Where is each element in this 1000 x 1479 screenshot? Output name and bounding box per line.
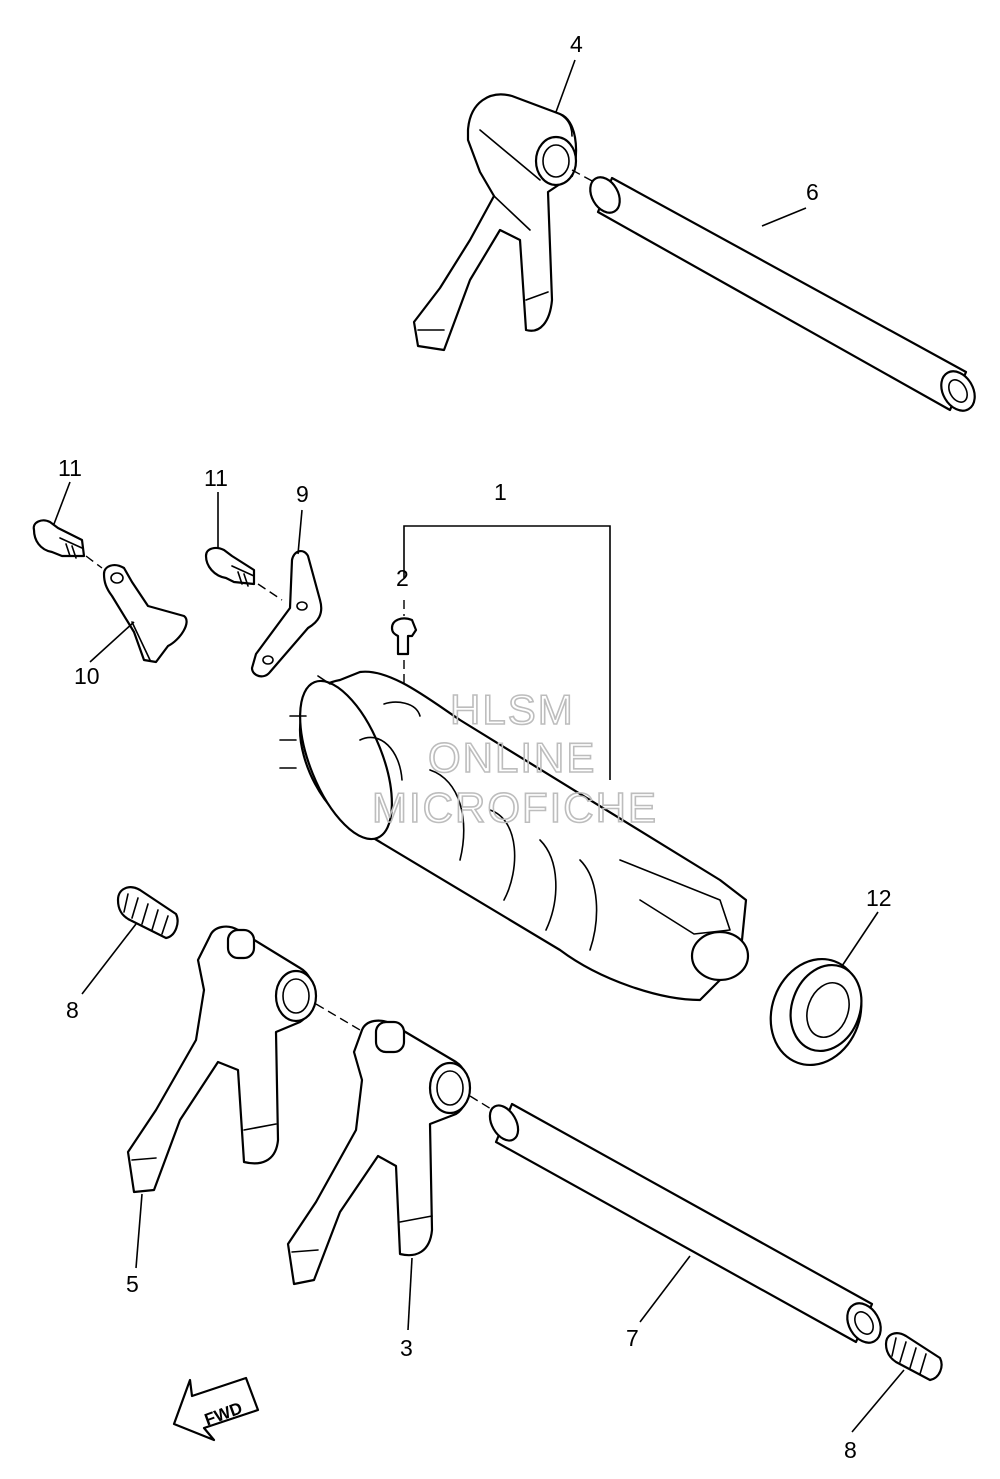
callout-labels: 1 2 3 4 5 6 7 8 8 9 10 11 11 12 <box>58 31 892 1463</box>
callout-7: 7 <box>626 1325 639 1351</box>
bearing-12[interactable] <box>756 946 876 1078</box>
watermark: HLSM ONLINE MICROFICHE <box>371 685 658 832</box>
bolt-11-middle[interactable] <box>204 546 283 601</box>
guide-bar-7[interactable] <box>484 1101 887 1349</box>
callout-3: 3 <box>400 1335 413 1361</box>
shift-fork-4[interactable] <box>412 93 578 352</box>
callout-8-upper: 8 <box>66 997 79 1023</box>
shift-fork-3[interactable] <box>286 1019 472 1286</box>
callout-4: 4 <box>570 31 583 57</box>
callout-2: 2 <box>396 565 409 591</box>
callout-12: 12 <box>866 885 892 911</box>
callout-6: 6 <box>806 179 819 205</box>
fwd-arrow-icon: FWD <box>172 1376 260 1442</box>
watermark-line-2: ONLINE <box>428 734 596 781</box>
alignment-line <box>315 1003 497 1113</box>
callout-9: 9 <box>296 481 309 507</box>
callout-1: 1 <box>494 479 507 505</box>
callout-8-lower: 8 <box>844 1437 857 1463</box>
segment-plate-9[interactable] <box>250 550 323 678</box>
bolt-11-left[interactable] <box>32 519 103 569</box>
spring-8-lower[interactable] <box>884 1332 943 1382</box>
stopper-lever-10[interactable] <box>102 564 188 664</box>
watermark-line-3: MICROFICHE <box>372 784 658 831</box>
callout-11-left: 11 <box>58 455 82 481</box>
callout-11-middle: 11 <box>204 465 228 491</box>
leader-lines <box>53 59 905 1433</box>
guide-bar-6[interactable] <box>571 169 981 417</box>
shift-fork-5[interactable] <box>126 925 318 1194</box>
spring-8-upper[interactable] <box>116 886 179 940</box>
callout-10: 10 <box>74 663 100 689</box>
callout-5: 5 <box>126 1271 139 1297</box>
shift-cam-drum-1[interactable] <box>279 669 750 1002</box>
watermark-line-1: HLSM <box>450 686 575 733</box>
callout-bracket-1 <box>403 525 611 780</box>
